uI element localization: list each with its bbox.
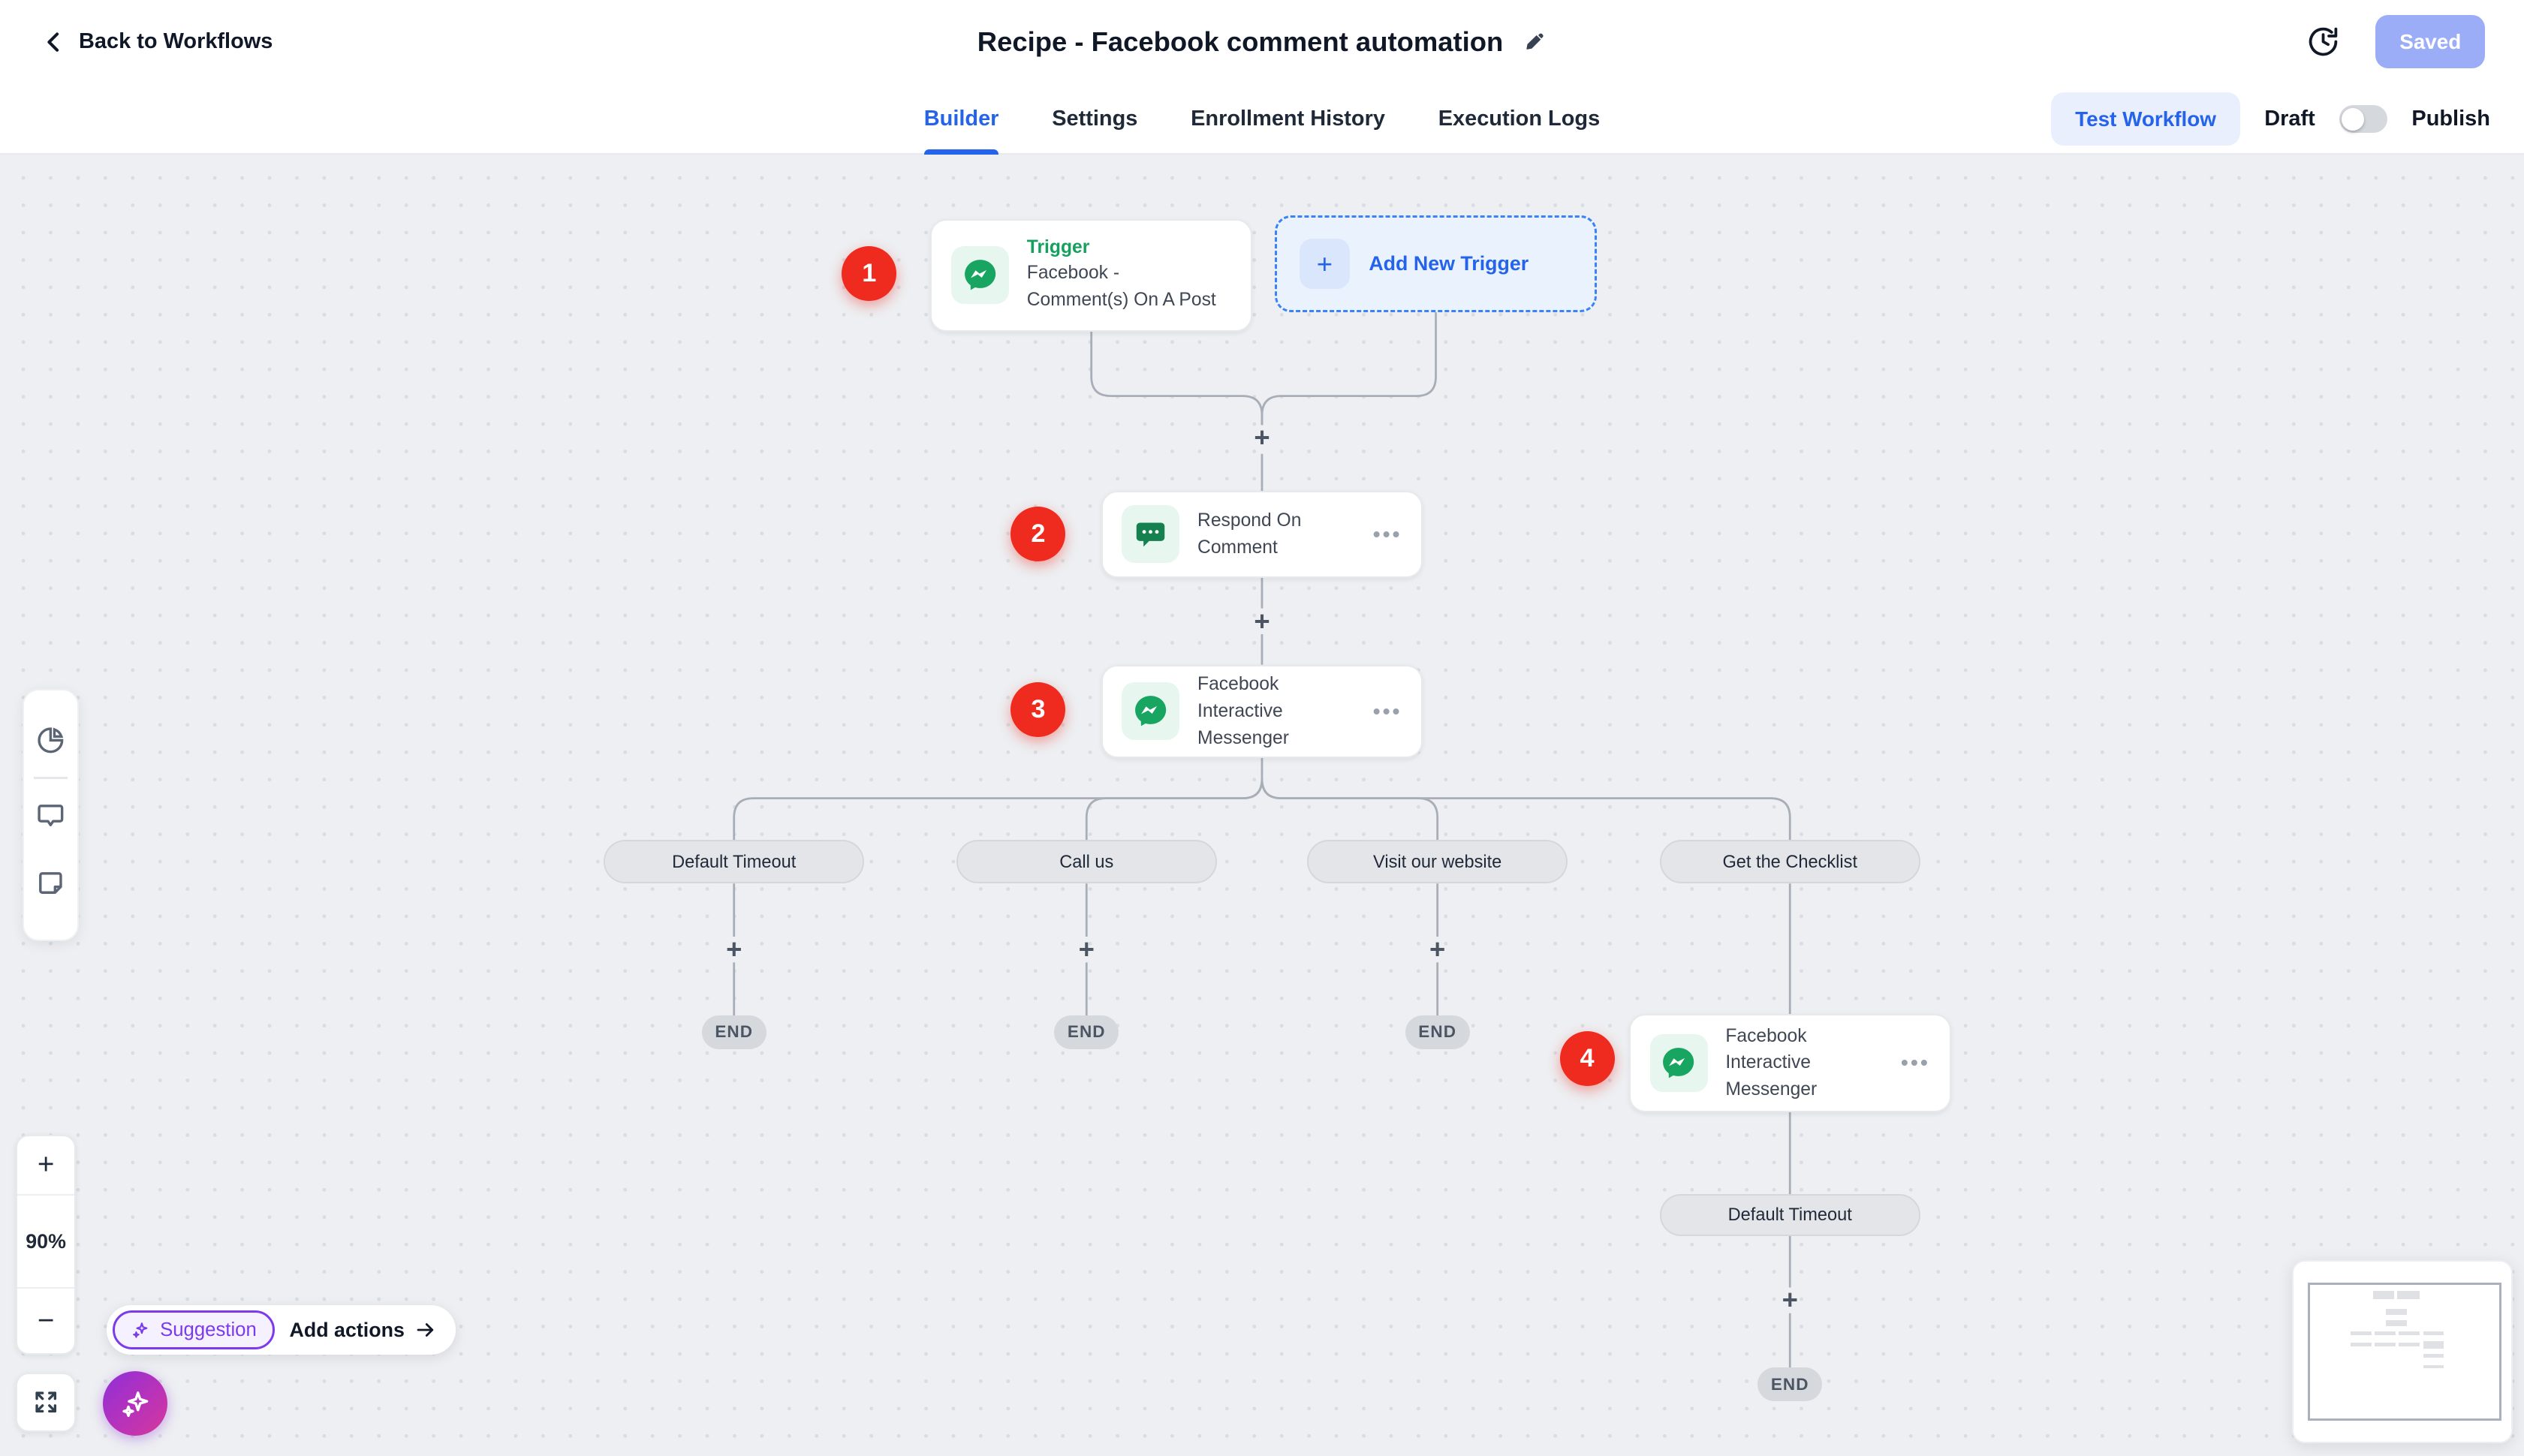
expand-arrows-icon (35, 1391, 56, 1413)
minimap-node-rect (2375, 1331, 2396, 1336)
add-step-button[interactable]: + (1078, 934, 1095, 964)
divider (34, 777, 68, 779)
toggle-knob (2342, 107, 2365, 131)
trigger-title: Facebook - Comment(s) On A Post (1026, 262, 1216, 310)
step-badge-1: 1 (842, 246, 897, 301)
minimap-node-rect (2423, 1353, 2444, 1358)
minimap-node-rect (2386, 1308, 2408, 1316)
action-title: Respond On Comment (1197, 510, 1302, 558)
ai-assistant-button[interactable] (103, 1370, 167, 1436)
tab-enrollment-history[interactable]: Enrollment History (1191, 107, 1385, 131)
page-title: Recipe - Facebook comment automation (977, 26, 1504, 57)
end-node: END (1757, 1367, 1823, 1402)
branch-pill-call-us[interactable]: Call us (956, 840, 1217, 884)
node-menu-button[interactable]: ••• (1372, 522, 1402, 546)
zoom-out-button[interactable]: − (37, 1304, 55, 1337)
messenger-icon (1649, 1033, 1708, 1092)
arrow-right-icon (417, 1323, 433, 1337)
minimap-node-rect (2399, 1342, 2420, 1347)
notes-tool-icon[interactable] (23, 856, 79, 910)
comment-icon (1122, 505, 1180, 564)
minimap-node-rect (2423, 1331, 2444, 1336)
end-node: END (1054, 1015, 1119, 1049)
comment-tool-icon[interactable] (23, 788, 79, 843)
add-actions-label: Add actions (289, 1318, 405, 1341)
add-step-button[interactable]: + (1429, 934, 1446, 964)
minimap-node-rect (2399, 1331, 2420, 1336)
tab-settings[interactable]: Settings (1052, 107, 1138, 131)
branch-pill-default-timeout[interactable]: Default Timeout (604, 840, 865, 884)
tab-bar: Builder Settings Enrollment History Exec… (0, 83, 2524, 155)
branch-pill-get-the-checklist[interactable]: Get the Checklist (1659, 840, 1920, 884)
minimap-node-rect (2423, 1340, 2444, 1349)
add-step-button[interactable]: + (1254, 605, 1270, 636)
history-clock-icon[interactable] (2306, 25, 2340, 59)
minimap-node-rect (2423, 1364, 2444, 1369)
stats-pie-chart-icon[interactable] (23, 713, 79, 768)
minimap-node-rect (2373, 1291, 2394, 1299)
messenger-icon (1122, 682, 1180, 741)
zoom-level: 90% (17, 1196, 74, 1289)
sparkle-icon (132, 1322, 147, 1338)
saved-button[interactable]: Saved (2375, 15, 2486, 69)
messenger-icon (951, 246, 1010, 305)
suggestion-label: Suggestion (160, 1319, 257, 1340)
step-badge-3: 3 (1011, 682, 1066, 737)
add-new-trigger-label: Add New Trigger (1369, 252, 1529, 275)
branch-pill-default-timeout-2[interactable]: Default Timeout (1659, 1193, 1920, 1236)
minimap-node-rect (2375, 1342, 2396, 1347)
add-step-button[interactable]: + (1782, 1284, 1798, 1316)
minimap-viewport (2308, 1282, 2501, 1421)
minimap-node-rect (2351, 1331, 2372, 1336)
node-menu-button[interactable]: ••• (1901, 1051, 1930, 1075)
trigger-text: Trigger Facebook - Comment(s) On A Post (1027, 237, 1224, 314)
action-title: Facebook Interactive Messenger (1197, 674, 1289, 748)
trigger-kind-label: Trigger (1026, 236, 1090, 257)
action-node-respond-on-comment[interactable]: Respond On Comment ••• (1101, 490, 1423, 578)
sparkles-icon (122, 1391, 149, 1418)
action-node-fb-interactive-messenger-2[interactable]: Facebook Interactive Messenger ••• (1628, 1013, 1951, 1112)
end-node: END (701, 1015, 767, 1049)
trigger-node[interactable]: Trigger Facebook - Comment(s) On A Post (930, 218, 1253, 332)
fit-view-button[interactable] (16, 1372, 76, 1433)
pencil-edit-icon[interactable] (1523, 30, 1547, 54)
minimap-node-rect (2386, 1319, 2408, 1327)
tabs: Builder Settings Enrollment History Exec… (0, 83, 2524, 155)
add-actions-button[interactable]: Add actions (290, 1319, 437, 1342)
tab-execution-logs[interactable]: Execution Logs (1438, 107, 1601, 131)
back-label: Back to Workflows (79, 29, 273, 54)
add-step-button[interactable]: + (1254, 422, 1270, 453)
tab-builder[interactable]: Builder (923, 83, 1000, 155)
header-right: Saved (2306, 0, 2524, 83)
back-to-workflows-button[interactable]: Back to Workflows (42, 29, 273, 54)
publish-label: Publish (2411, 107, 2490, 131)
zoom-in-button[interactable]: + (17, 1136, 74, 1196)
top-header: Back to Workflows Recipe - Facebook comm… (0, 0, 2524, 84)
action-node-fb-interactive-messenger[interactable]: Facebook Interactive Messenger ••• (1101, 664, 1423, 758)
draft-label: Draft (2264, 107, 2315, 131)
suggestion-button[interactable]: Suggestion (113, 1310, 276, 1349)
workflow-canvas[interactable]: 1 2 3 4 Trigger Facebook - Comment(s) On… (0, 154, 2524, 1456)
title-wrap: Recipe - Facebook comment automation (0, 0, 2524, 83)
branch-pill-visit-our-website[interactable]: Visit our website (1307, 840, 1568, 884)
step-badge-4: 4 (1559, 1031, 1615, 1087)
minimap-node-rect (2397, 1291, 2420, 1299)
step-badge-2: 2 (1011, 507, 1066, 562)
node-menu-button[interactable]: ••• (1372, 699, 1402, 723)
minimap[interactable] (2292, 1259, 2513, 1444)
tabbar-right: Test Workflow Draft Publish (2050, 83, 2524, 154)
canvas-side-toolbar (23, 688, 80, 942)
add-new-trigger-button[interactable]: + Add New Trigger (1275, 215, 1597, 312)
suggestion-bar: Suggestion Add actions (106, 1304, 456, 1355)
end-node: END (1405, 1015, 1470, 1049)
minimap-node-rect (2351, 1342, 2372, 1347)
action-title: Facebook Interactive Messenger (1725, 1025, 1818, 1100)
zoom-controls: + 90% − (16, 1134, 76, 1355)
draft-publish-toggle[interactable] (2339, 105, 2388, 133)
chevron-left-icon (47, 32, 59, 52)
plus-icon: + (1300, 239, 1350, 289)
test-workflow-button[interactable]: Test Workflow (2050, 92, 2241, 146)
add-step-button[interactable]: + (726, 934, 742, 964)
connector-lines (733, 311, 1791, 1368)
